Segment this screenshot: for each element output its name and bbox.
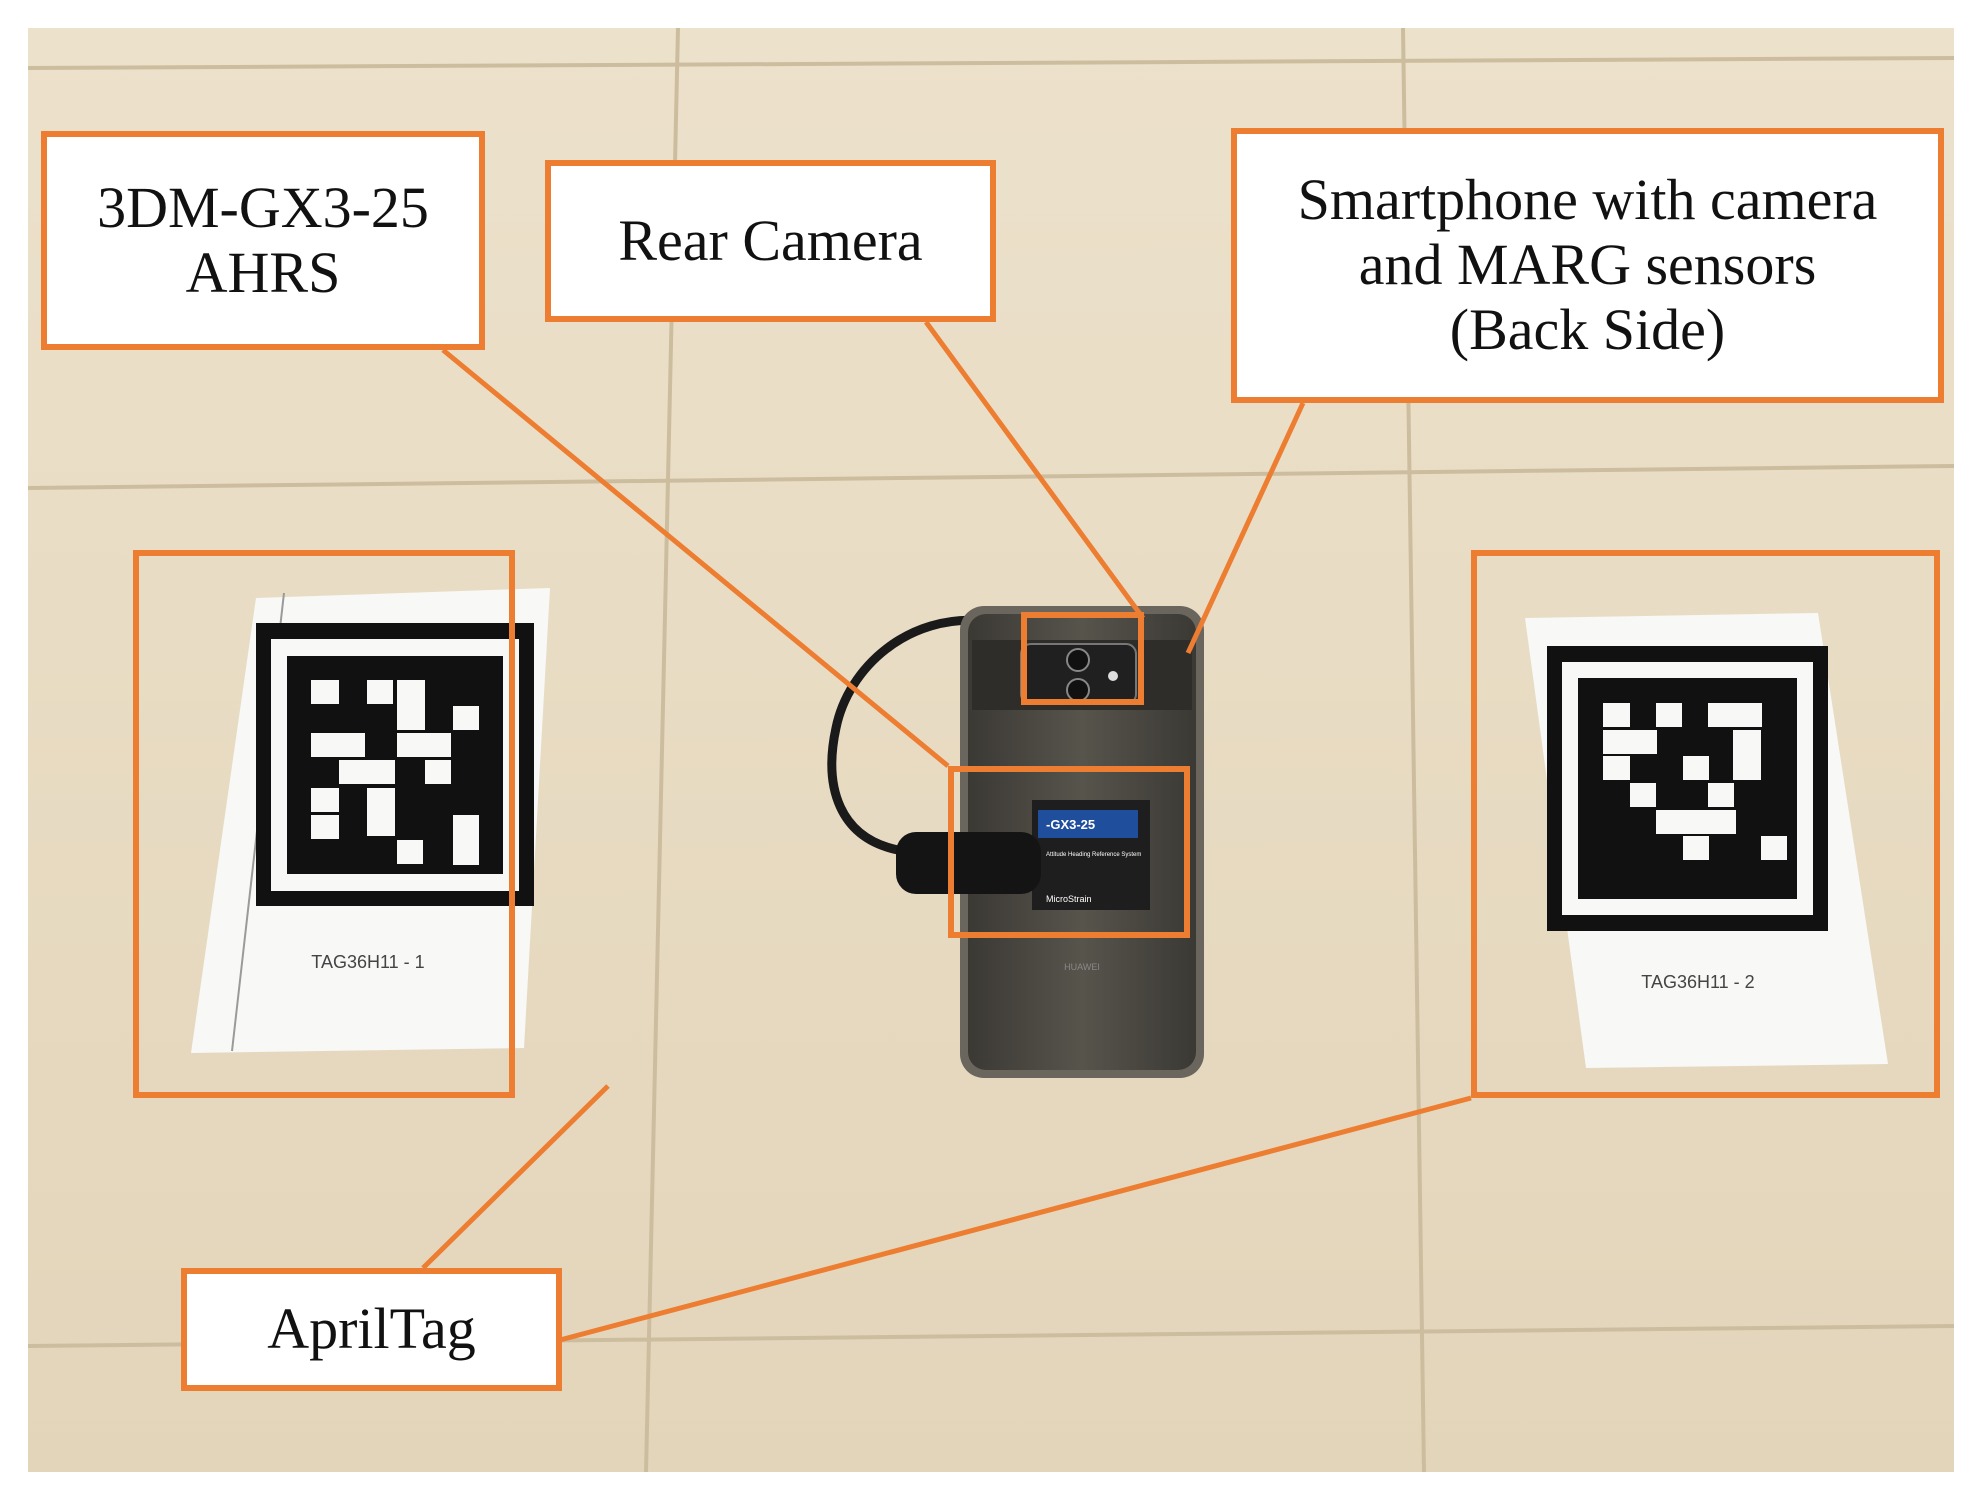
smartphone: HUAWEI <box>960 606 1204 1078</box>
grout-line <box>28 56 1954 70</box>
ahrs-region <box>948 766 1190 938</box>
leader-apriltag-left <box>421 1084 610 1270</box>
leader-smartphone <box>1185 401 1306 655</box>
leader-ahrs <box>441 348 950 768</box>
apriltag-right-caption: TAG36H11 - 2 <box>1641 972 1754 992</box>
callout-apriltag: AprilTag <box>181 1268 562 1391</box>
callout-smartphone-line-1: Smartphone with camera <box>1297 167 1878 233</box>
apriltag-left-paper: TAG36H11 - 1 <box>191 588 550 1053</box>
callout-smartphone-line-2: and MARG sensors <box>1358 232 1817 298</box>
callout-rear-camera-line-1: Rear Camera <box>618 207 923 273</box>
apriltag-right-pattern <box>1603 703 1787 860</box>
apriltag-left-region <box>133 550 515 1098</box>
callout-leaders <box>421 320 1472 1343</box>
svg-text:MicroStrain: MicroStrain <box>1046 894 1092 904</box>
imu-connector <box>896 832 1041 894</box>
svg-text:Attitude Heading Reference Sys: Attitude Heading Reference System <box>1046 852 1141 858</box>
svg-text:-GX3-25: -GX3-25 <box>1046 817 1095 832</box>
callout-smartphone: Smartphone with camera and MARG sensors … <box>1231 128 1944 403</box>
callout-ahrs-line-2: AHRS <box>185 239 341 305</box>
callout-smartphone-line-3: (Back Side) <box>1449 296 1726 362</box>
apriltag-right-region <box>1471 550 1940 1098</box>
camera-lens <box>1066 648 1090 672</box>
imu-device: -GX3-25 Attitude Heading Reference Syste… <box>896 800 1150 910</box>
apriltag-left-pattern <box>311 680 479 865</box>
rear-camera-region <box>1021 612 1144 705</box>
leader-rear-camera <box>923 320 1146 620</box>
grout-line <box>28 464 1954 490</box>
callout-ahrs: 3DM-GX3-25 AHRS <box>41 131 485 350</box>
phone-brand: HUAWEI <box>1064 962 1100 972</box>
callout-rear-camera: Rear Camera <box>545 160 996 322</box>
apriltag-right-paper: TAG36H11 - 2 <box>1525 613 1888 1068</box>
callout-ahrs-line-1: 3DM-GX3-25 <box>97 174 429 240</box>
leader-apriltag-right <box>559 1095 1472 1343</box>
usb-cable <box>827 615 990 855</box>
callout-apriltag-line-1: AprilTag <box>267 1296 476 1362</box>
apriltag-left-caption: TAG36H11 - 1 <box>311 952 424 972</box>
photo: TAG36H11 - 1 TAG36H11 - 2 <box>28 28 1954 1472</box>
